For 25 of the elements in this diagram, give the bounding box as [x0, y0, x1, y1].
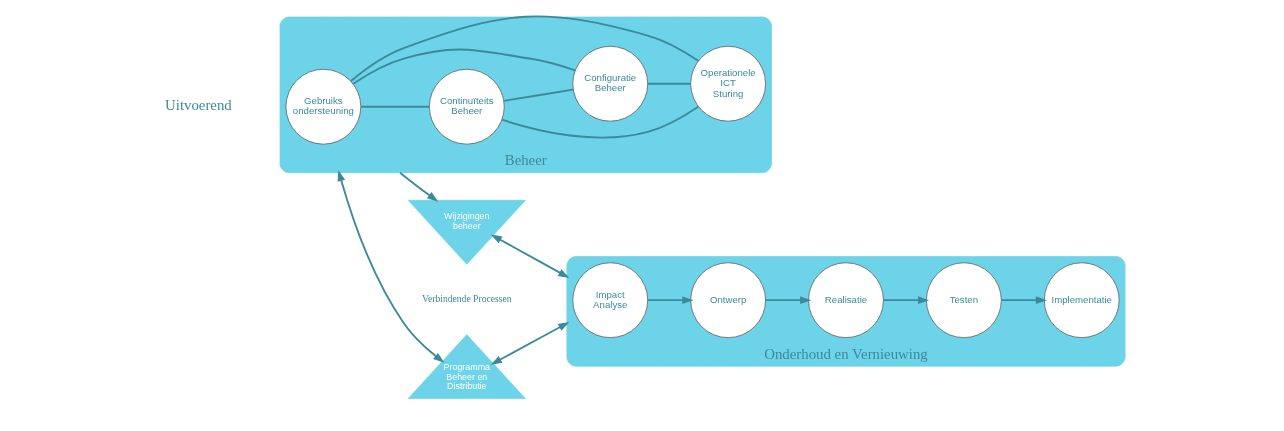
node-circle: Gebruiks ondersteuning — [285, 68, 361, 145]
connector — [502, 88, 574, 102]
arrow — [646, 296, 693, 305]
arrow — [398, 171, 438, 202]
node-circle: Ontwerp — [689, 262, 766, 338]
connector — [500, 105, 699, 139]
connector — [646, 82, 692, 85]
arrow — [490, 322, 569, 365]
connector — [349, 15, 699, 82]
connector — [351, 48, 576, 85]
arrow — [764, 296, 811, 305]
node-circle: Implementatie — [1043, 262, 1120, 338]
node-circle: Configuratie Beheer — [571, 45, 648, 122]
arrow — [882, 296, 929, 305]
arrow — [1000, 296, 1047, 305]
arrow — [337, 170, 444, 363]
node-circle: Testen — [925, 262, 1002, 338]
node-circle: Impact Analyse — [571, 262, 648, 338]
connector — [359, 105, 430, 108]
label: Verbindende Processen — [421, 292, 512, 304]
node-circle: Continuïteits Beheer — [428, 68, 505, 145]
label: Uitvoerend — [164, 97, 232, 114]
node-circle: Realisatie — [807, 262, 884, 338]
arrow — [490, 234, 569, 278]
node-circle: Operationele ICT Sturing — [689, 45, 766, 122]
